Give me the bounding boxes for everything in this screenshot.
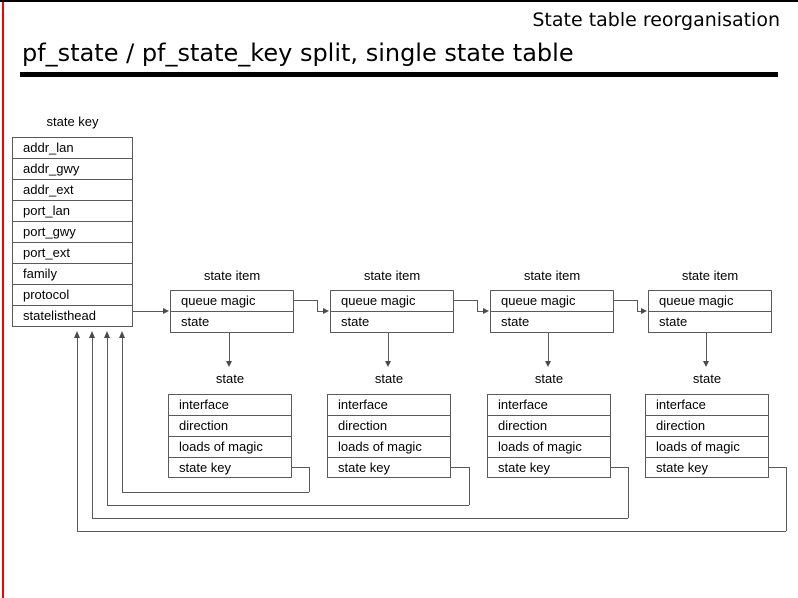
arrowhead-statekey-in-2 [89,331,95,338]
state-field: interface [488,395,610,416]
state-item-box: queue magic state [170,290,294,333]
state-item-caption: state item [523,268,581,283]
arrowhead-state4-in [703,361,709,367]
state-field: loads of magic [169,437,291,458]
arrowhead-item3-in [483,308,489,314]
state-item-field: state [501,314,530,329]
state-key-field: port_gwy [13,222,132,243]
connector-item2-to-state2 [388,333,389,361]
connector-statelisthead-to-item1 [133,311,163,312]
state-box: interface direction loads of magic state… [168,394,292,478]
connector-item1-to-item2-seg-c [317,311,323,312]
state-key-field: addr_lan [13,138,132,159]
backref-state4-seg-d [77,338,78,531]
backref-state3-seg-c [92,518,628,519]
state-box: interface direction loads of magic state… [645,394,769,478]
state-item-field: queue magic [171,291,293,312]
arrowhead-state1-in [226,361,232,367]
connector-item1-to-item2-seg-a [294,300,317,301]
state-key-field: addr_gwy [13,159,132,180]
arrowhead-statekey-in-3 [104,331,110,338]
connector-item1-to-item2-seg-b [317,300,318,311]
arrowhead-item4-in [641,308,647,314]
backref-state2-seg-a [451,467,469,468]
state-item-field: state [181,314,210,329]
arrowhead-state3-in [545,361,551,367]
connector-item3-to-item4-seg-c [637,311,641,312]
state-item-box: queue magic state [490,290,614,333]
connector-item3-to-item4-seg-b [637,300,638,311]
state-box: interface direction loads of magic state… [327,394,451,478]
state-item-field: state [659,314,688,329]
slide-kicker: State table reorganisation [532,9,780,31]
state-item-box: queue magic state [648,290,772,333]
arrowhead-statekey-in-4 [119,331,125,338]
state-caption: state [534,371,564,386]
state-field: direction [488,416,610,437]
state-field: interface [328,395,450,416]
connector-item4-to-state4 [706,333,707,361]
state-item-caption: state item [681,268,739,283]
state-key-field: family [13,264,132,285]
state-field: direction [169,416,291,437]
state-item-box: queue magic state [330,290,454,333]
state-field: state key [656,460,709,475]
backref-state3-seg-a [611,467,628,468]
state-item-caption: state item [363,268,421,283]
state-key-field: port_ext [13,243,132,264]
page-title: pf_state / pf_state_key split, single st… [22,39,574,67]
state-field: state key [498,460,551,475]
backref-state4-seg-a [769,467,786,468]
backref-state2-seg-d [107,338,108,505]
state-key-field: protocol [13,285,132,306]
state-item-field: queue magic [491,291,613,312]
top-rule [0,0,798,2]
arrowhead-item2-in [323,308,329,314]
state-item-field: queue magic [649,291,771,312]
state-key-table: addr_lan addr_gwy addr_ext port_lan port… [12,137,133,327]
state-item-field: queue magic [331,291,453,312]
backref-state1-seg-a [292,467,309,468]
state-key-caption: state key [46,114,99,129]
connector-item2-to-item3-seg-a [454,300,477,301]
state-key-field: addr_ext [13,180,132,201]
state-key-field: port_lan [13,201,132,222]
state-field: interface [646,395,768,416]
backref-state4-seg-b [786,467,787,531]
state-field: loads of magic [646,437,768,458]
connector-item3-to-state3 [548,333,549,361]
backref-state3-seg-d [92,338,93,518]
arrowhead-item1-in [163,308,169,314]
state-key-field: statelisthead [23,308,96,323]
backref-state3-seg-b [628,467,629,518]
left-accent-rail [2,2,4,598]
backref-state1-seg-c [122,492,309,493]
backref-state4-seg-c [77,531,786,532]
connector-item2-to-item3-seg-c [477,311,483,312]
title-underline-rule [20,72,778,77]
state-caption: state [215,371,245,386]
state-field: state key [179,460,232,475]
arrowhead-state2-in [385,361,391,367]
state-field: loads of magic [328,437,450,458]
state-field: direction [646,416,768,437]
arrowhead-statekey-in-1 [74,331,80,338]
state-box: interface direction loads of magic state… [487,394,611,478]
backref-state1-seg-b [309,467,310,492]
state-field: direction [328,416,450,437]
connector-item1-to-state1 [229,333,230,361]
state-caption: state [374,371,404,386]
state-item-caption: state item [203,268,261,283]
state-field: loads of magic [488,437,610,458]
connector-item3-to-item4-seg-a [614,300,637,301]
state-caption: state [692,371,722,386]
state-item-field: state [341,314,370,329]
state-field: interface [169,395,291,416]
connector-item2-to-item3-seg-b [477,300,478,311]
backref-state2-seg-b [469,467,470,505]
backref-state1-seg-d [122,338,123,492]
state-field: state key [338,460,391,475]
backref-state2-seg-c [107,505,469,506]
